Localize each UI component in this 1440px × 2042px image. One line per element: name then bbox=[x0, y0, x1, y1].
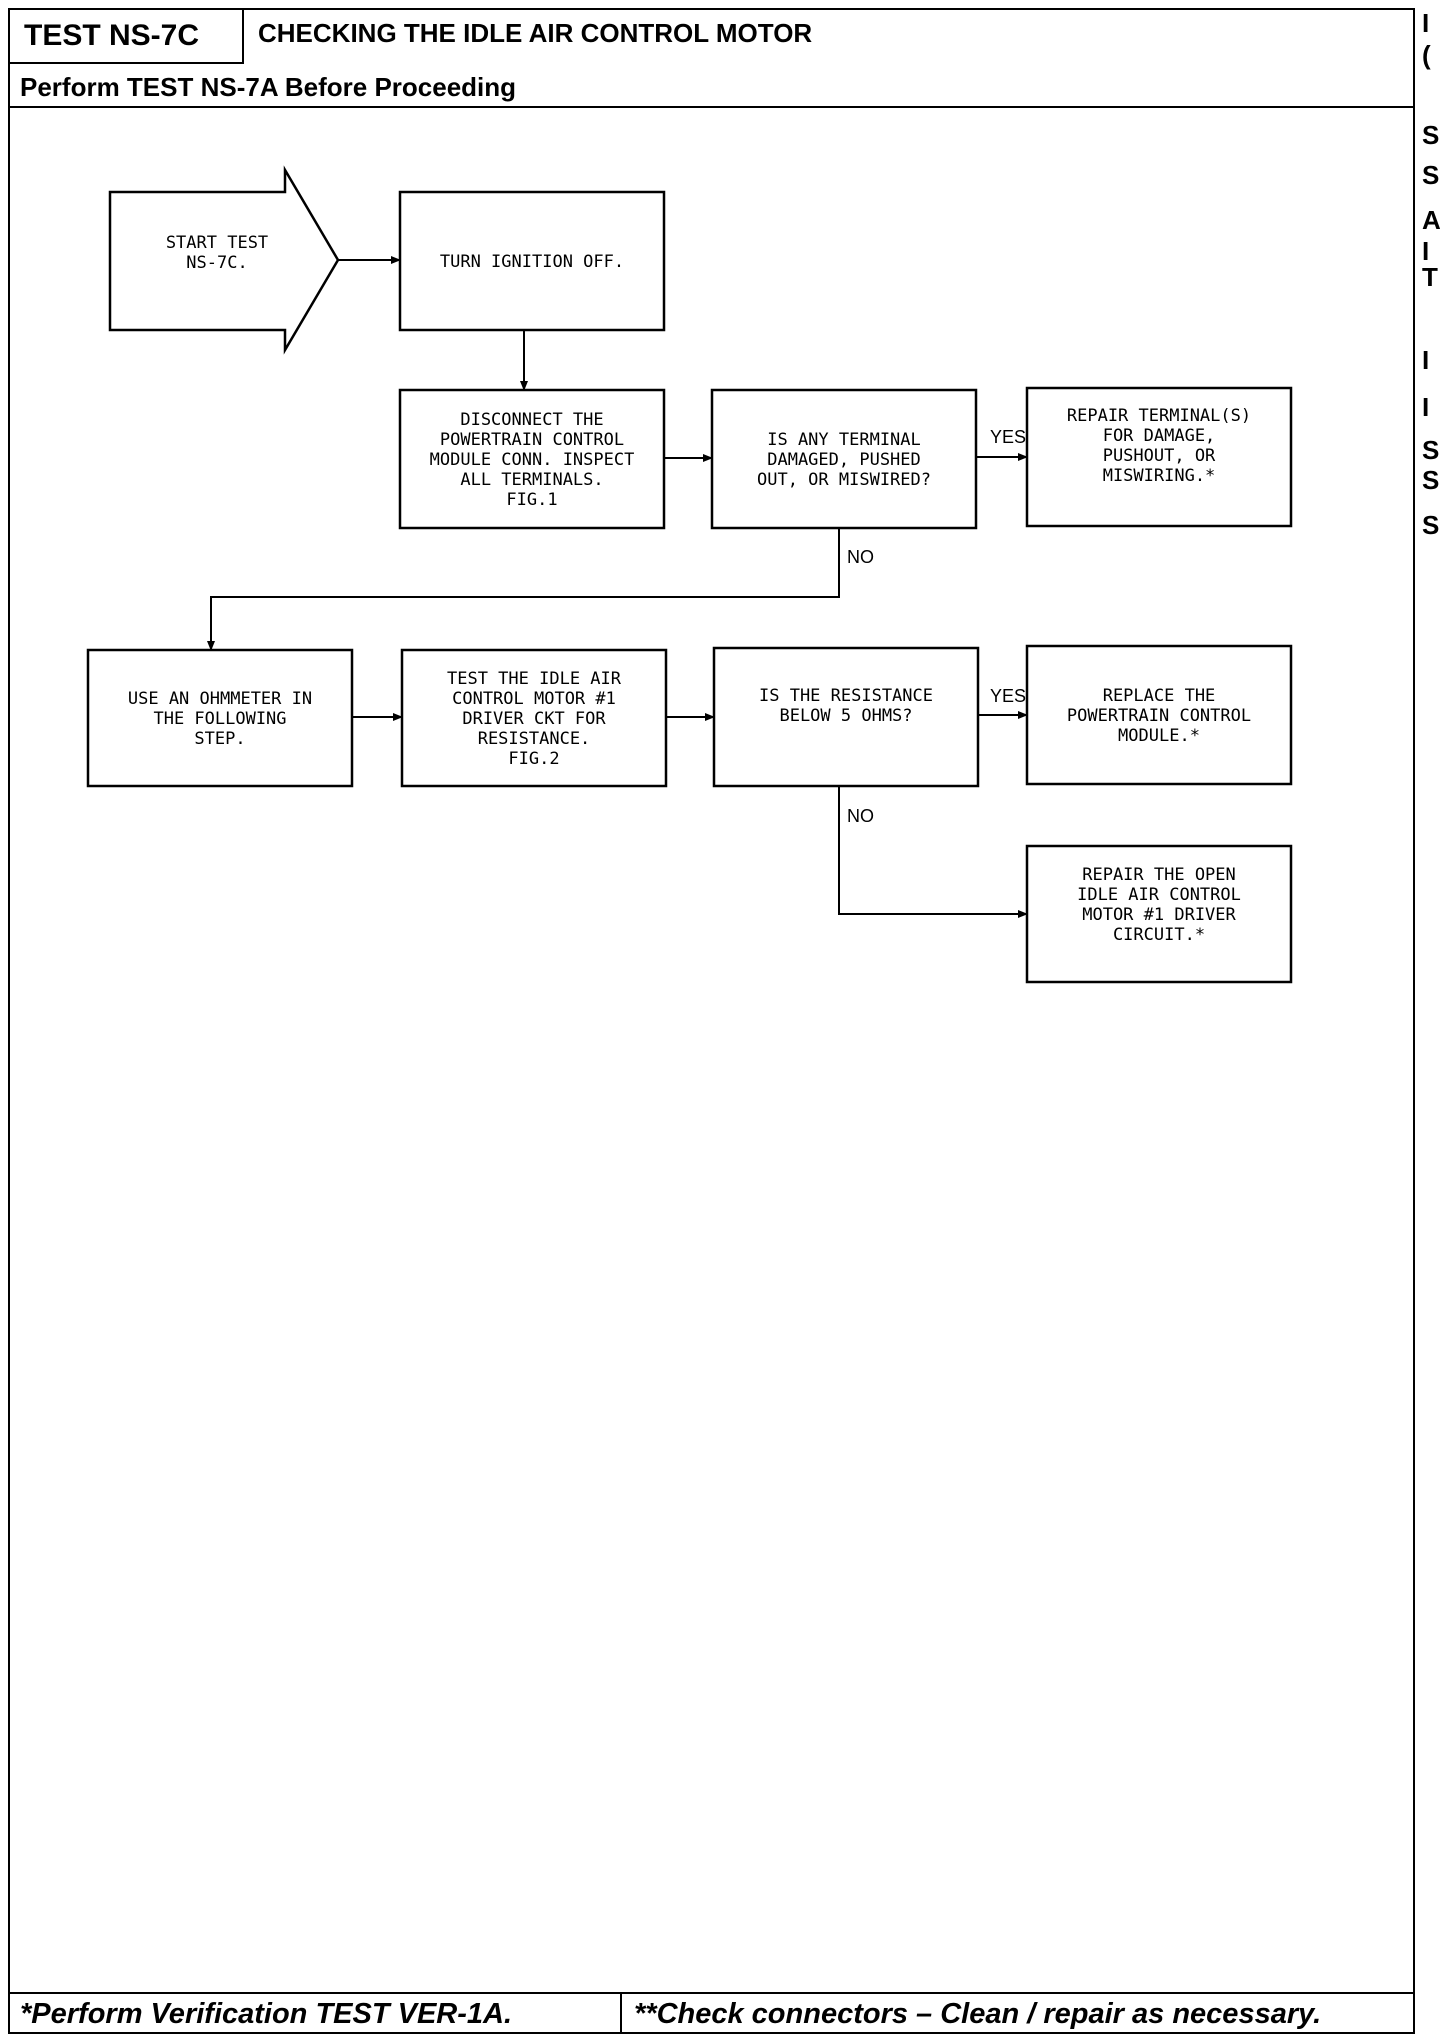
box-text-line: DISCONNECT THE bbox=[460, 410, 603, 430]
box-text-line: CIRCUIT.* bbox=[1113, 925, 1205, 945]
box-text-line: MISWIRING.* bbox=[1103, 466, 1216, 486]
box-text-line: IDLE AIR CONTROL bbox=[1077, 885, 1241, 905]
header-divider bbox=[8, 106, 1415, 108]
box-text-line: FOR DAMAGE, bbox=[1103, 426, 1216, 446]
label-no-1: NO bbox=[847, 547, 874, 567]
box-text-line: START TEST bbox=[166, 233, 268, 253]
box-text-line: DAMAGED, PUSHED bbox=[767, 450, 921, 470]
box-text-line: ALL TERMINALS. bbox=[460, 470, 603, 490]
box-text-line: REPLACE THE bbox=[1103, 686, 1216, 706]
edge-fragment: ( bbox=[1422, 40, 1431, 70]
box-text-line: FIG.1 bbox=[506, 490, 557, 510]
edge-fragment: I bbox=[1422, 236, 1430, 266]
edge-fragment: S bbox=[1422, 160, 1440, 190]
box-text-line: PUSHOUT, OR bbox=[1103, 446, 1216, 466]
box-text-line: IS ANY TERMINAL bbox=[767, 430, 921, 450]
start-arrow-shape bbox=[108, 165, 340, 355]
box-text-line: BELOW 5 OHMS? bbox=[779, 706, 912, 726]
box-text-line: MOTOR #1 DRIVER bbox=[1082, 905, 1236, 925]
arrow-decision2-no bbox=[838, 786, 1028, 918]
box-text-line: CONTROL MOTOR #1 bbox=[452, 689, 616, 709]
result-replace-pcm bbox=[1025, 644, 1293, 786]
edge-fragment: S bbox=[1422, 465, 1440, 495]
step-test-iac-circuit bbox=[400, 648, 668, 788]
edge-fragment: T bbox=[1422, 262, 1438, 292]
box-text-line: TURN IGNITION OFF. bbox=[440, 252, 624, 272]
step-turn-ignition-off bbox=[398, 190, 666, 332]
arrow-decision1-no bbox=[207, 528, 840, 651]
adjacent-page-edge: I ( S S A I T I I S S S bbox=[1420, 0, 1440, 2042]
footer-note-left: *Perform Verification TEST VER-1A. bbox=[20, 1998, 513, 2030]
box-text-line: REPAIR THE OPEN bbox=[1082, 865, 1236, 885]
edge-fragment: I bbox=[1422, 8, 1430, 38]
edge-fragment: I bbox=[1422, 345, 1430, 375]
box-text-line: IS THE RESISTANCE bbox=[759, 686, 933, 706]
label-no-2: NO bbox=[847, 806, 874, 826]
label-yes-1: YES bbox=[990, 427, 1026, 447]
box-text-line: STEP. bbox=[194, 729, 245, 749]
box-text-line: POWERTRAIN CONTROL bbox=[440, 430, 624, 450]
page-frame bbox=[8, 8, 1415, 2034]
box-text-line: POWERTRAIN CONTROL bbox=[1067, 706, 1251, 726]
step-disconnect-pcm bbox=[398, 388, 666, 530]
box-text-line: USE AN OHMMETER IN bbox=[128, 689, 312, 709]
box-text-line: TEST THE IDLE AIR bbox=[447, 669, 622, 689]
box-text-line: REPAIR TERMINAL(S) bbox=[1067, 406, 1251, 426]
edge-fragment: S bbox=[1422, 435, 1440, 465]
footer-divider bbox=[8, 1992, 1415, 1994]
result-repair-open-circuit bbox=[1025, 844, 1293, 984]
decision-resistance-below-5 bbox=[712, 646, 980, 788]
result-repair-terminals-text: REPAIR TERMINAL(S)FOR DAMAGE,PUSHOUT, OR… bbox=[1067, 406, 1251, 486]
decision-terminal-damaged bbox=[710, 388, 978, 530]
footer-separator bbox=[620, 1992, 622, 2034]
edge-fragment: A bbox=[1422, 205, 1440, 235]
box-text-line: MODULE CONN. INSPECT bbox=[430, 450, 635, 470]
step-use-ohmmeter bbox=[86, 648, 354, 788]
test-id-box: TEST NS-7C bbox=[8, 8, 244, 64]
box-text-line: DRIVER CKT FOR bbox=[462, 709, 606, 729]
page-title: CHECKING THE IDLE AIR CONTROL MOTOR bbox=[258, 18, 813, 48]
edge-fragment: I bbox=[1422, 392, 1430, 422]
box-text-line: OUT, OR MISWIRED? bbox=[757, 470, 931, 490]
edge-fragment: S bbox=[1422, 510, 1440, 540]
footer-note-right: **Check connectors – Clean / repair as n… bbox=[634, 1998, 1322, 2030]
step-turn-ignition-off-text: TURN IGNITION OFF. bbox=[440, 252, 624, 272]
box-text-line: FIG.2 bbox=[508, 749, 559, 769]
box-text-line: THE FOLLOWING bbox=[153, 709, 286, 729]
result-repair-terminals bbox=[1025, 386, 1293, 528]
box-text-line: NS-7C. bbox=[186, 253, 247, 273]
edge-fragment: S bbox=[1422, 120, 1440, 150]
box-text-line: RESISTANCE. bbox=[478, 729, 591, 749]
label-yes-2: YES bbox=[990, 686, 1026, 706]
page-subtitle: Perform TEST NS-7A Before Proceeding bbox=[20, 72, 517, 102]
box-text-line: MODULE.* bbox=[1118, 726, 1200, 746]
